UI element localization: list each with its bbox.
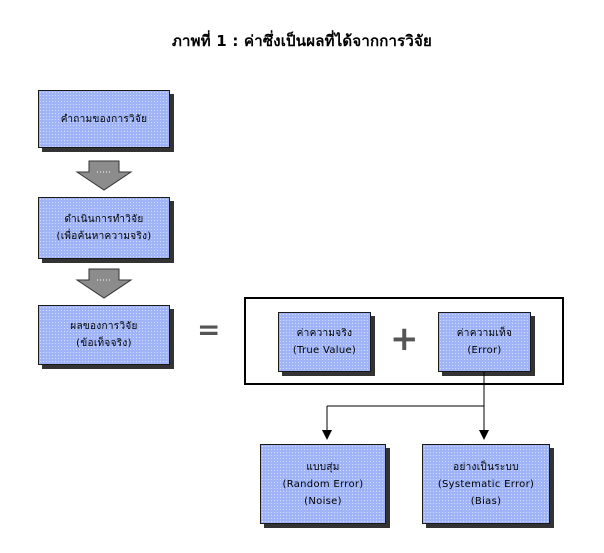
systematic-error-box: อย่างเป็นระบบ (Systematic Error) (Bias) [422, 444, 550, 524]
arrowhead-random-icon [322, 430, 332, 440]
down-arrow-1-icon [75, 160, 133, 191]
conduct-research-line2: (เพื่อค้นหาความจริง) [56, 231, 152, 242]
true-value-box: ค่าความจริง (True Value) [278, 312, 371, 372]
random-error-line1: แบบสุ่ม [306, 461, 340, 473]
systematic-error-line3: (Bias) [470, 495, 502, 507]
true-value-line1: ค่าความจริง [296, 328, 353, 339]
figure-title: ภาพที่ 1 : ค่าซึ่งเป็นผลที่ได้จากการวิจั… [171, 32, 433, 50]
arrowhead-systematic-icon [479, 430, 489, 440]
true-value-line2: (True Value) [292, 345, 357, 356]
research-result-line2: (ข้อเท็จจริง) [76, 338, 132, 349]
error-line1: ค่าความเท็จ [456, 328, 513, 339]
systematic-error-line2: (Systematic Error) [437, 478, 535, 490]
research-question-label: คำถามของการวิจัย [60, 113, 148, 125]
research-result-line1: ผลของการวิจัย [70, 321, 138, 332]
systematic-error-line1: อย่างเป็นระบบ [453, 461, 519, 473]
down-arrow-2-icon [75, 268, 133, 299]
random-error-line3: (Noise) [304, 495, 342, 507]
research-result-box: ผลของการวิจัย (ข้อเท็จจริง) [38, 305, 170, 365]
random-error-box: แบบสุ่ม (Random Error) (Noise) [260, 444, 386, 524]
equals-sign: = [197, 313, 221, 346]
random-error-line2: (Random Error) [282, 478, 364, 490]
conduct-research-box: ดำเนินการทำวิจัย (เพื่อค้นหาความจริง) [38, 197, 170, 259]
error-box: ค่าความเท็จ (Error) [438, 312, 531, 372]
research-question-box: คำถามของการวิจัย [38, 90, 170, 148]
plus-sign: + [390, 319, 419, 359]
error-line2: (Error) [467, 345, 502, 356]
conduct-research-line1: ดำเนินการทำวิจัย [64, 214, 144, 225]
